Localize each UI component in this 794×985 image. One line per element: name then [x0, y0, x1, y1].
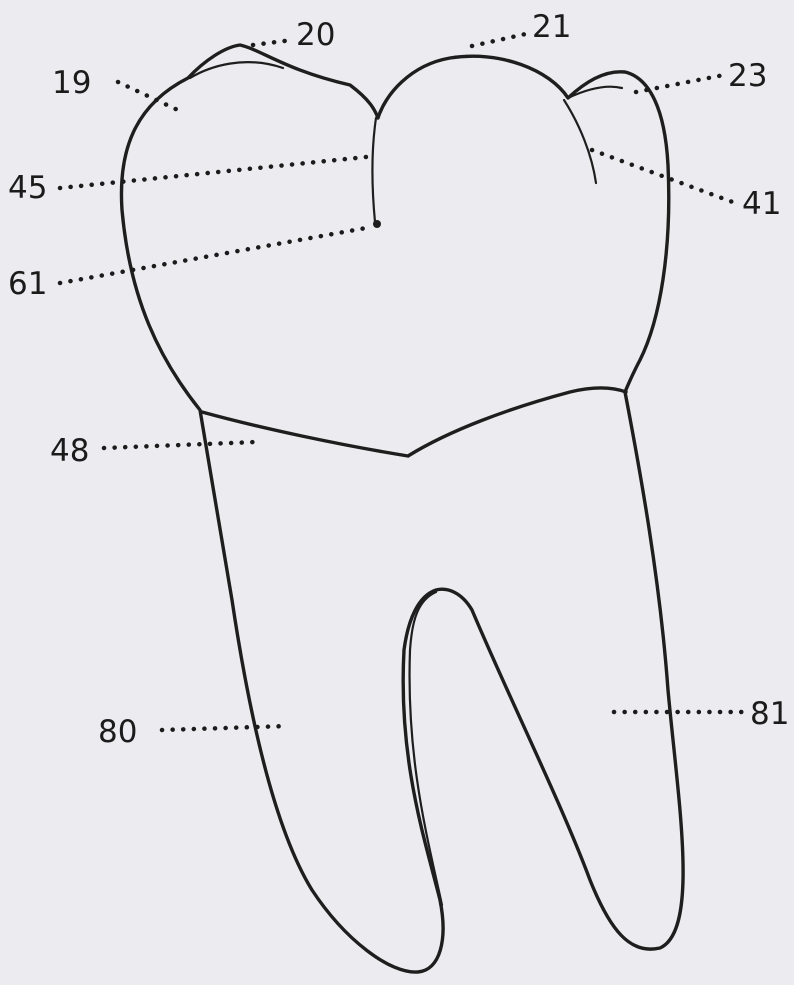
root-inner-edge — [410, 592, 442, 905]
leader-21 — [472, 33, 530, 46]
crown-outline — [121, 45, 683, 972]
leader-20 — [253, 40, 292, 45]
label-81: 81 — [750, 696, 789, 732]
leader-lines — [60, 33, 748, 730]
label-19: 19 — [52, 65, 91, 101]
label-41: 41 — [742, 186, 781, 222]
label-48: 48 — [50, 433, 89, 469]
distal-groove — [564, 100, 596, 183]
tooth-drawing — [121, 45, 683, 972]
label-80: 80 — [98, 714, 137, 750]
label-23: 23 — [728, 58, 767, 94]
leader-61 — [60, 228, 366, 283]
label-61: 61 — [8, 266, 47, 302]
cervical-line — [202, 388, 626, 456]
labels: 19 20 21 23 45 41 61 48 80 81 — [8, 9, 789, 750]
leader-80 — [162, 726, 288, 730]
label-20: 20 — [296, 17, 335, 53]
leader-48 — [104, 442, 256, 448]
buccal-pit — [373, 220, 381, 228]
label-45: 45 — [8, 170, 47, 206]
buccal-groove — [372, 118, 376, 222]
leader-41 — [592, 150, 738, 204]
label-21: 21 — [532, 9, 571, 45]
leader-45 — [60, 157, 366, 188]
